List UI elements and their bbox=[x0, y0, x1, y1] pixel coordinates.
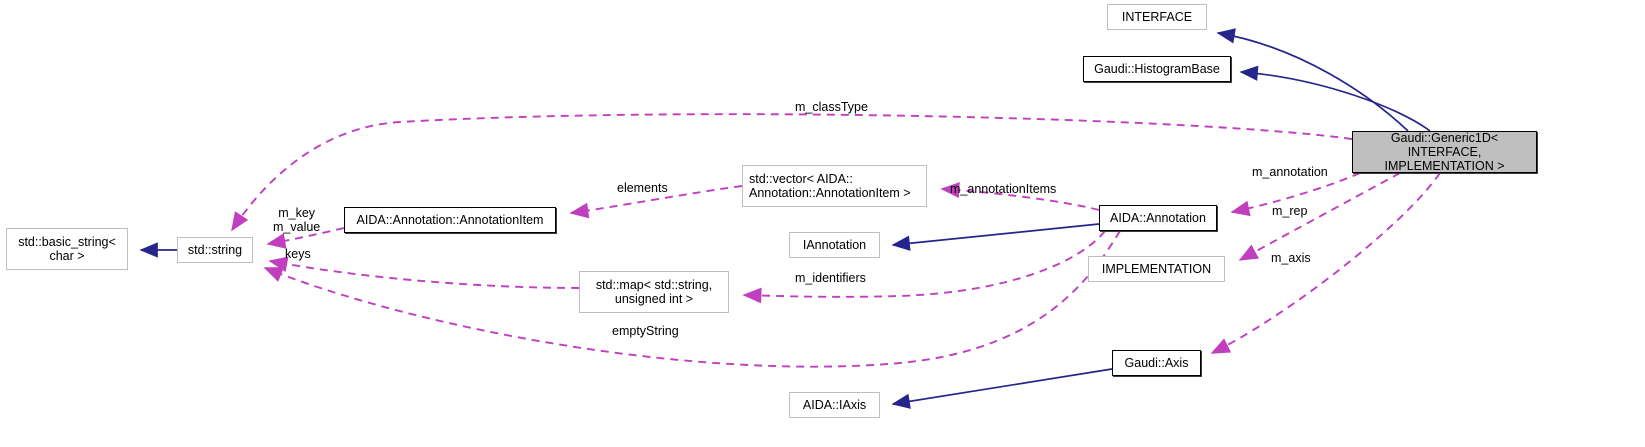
edge-annotation-to-vector bbox=[940, 182, 1100, 211]
node-implementation[interactable]: IMPLEMENTATION bbox=[1088, 256, 1225, 282]
node-std-vector-annotationitem[interactable]: std::vector< AIDA:: Annotation::Annotati… bbox=[742, 165, 927, 207]
edge-label-m-identifiers: m_identifiers bbox=[795, 271, 866, 285]
node-aida-iaxis[interactable]: AIDA::IAxis bbox=[789, 392, 880, 418]
edge-vector-to-annotationitem bbox=[569, 185, 743, 219]
edge-generic1d-to-histogrambase bbox=[1239, 65, 1431, 132]
edge-label-m-axis: m_axis bbox=[1271, 251, 1311, 265]
edge-gaudiaxis-to-aidaiaxis bbox=[891, 368, 1113, 409]
edge-annotation-to-map bbox=[742, 230, 1106, 304]
node-iannotation[interactable]: IAnnotation bbox=[789, 232, 880, 258]
node-gaudi-histogrambase[interactable]: Gaudi::HistogramBase bbox=[1083, 56, 1231, 82]
node-std-basic-string[interactable]: std::basic_string< char > bbox=[6, 228, 128, 270]
edge-generic1d-to-interface bbox=[1216, 28, 1409, 132]
edge-label-keys: keys bbox=[285, 247, 311, 261]
node-gaudi-axis[interactable]: Gaudi::Axis bbox=[1112, 350, 1201, 376]
edge-generic1d-to-annotation bbox=[1230, 172, 1361, 217]
edge-map-to-string bbox=[268, 256, 580, 289]
node-aida-annotation[interactable]: AIDA::Annotation bbox=[1099, 205, 1217, 231]
edge-label-m-classtype: m_classType bbox=[795, 100, 868, 114]
edge-generic1d-to-implementation bbox=[1238, 172, 1401, 261]
node-interface[interactable]: INTERFACE bbox=[1107, 4, 1207, 30]
edge-generic1d-to-gaudiaxis bbox=[1210, 172, 1441, 354]
inheritance-edges bbox=[139, 28, 1431, 409]
edge-annotation-to-string-emptystring bbox=[263, 230, 1121, 368]
edge-annotationitem-to-string bbox=[266, 227, 345, 249]
node-aida-annotation-annotationitem[interactable]: AIDA::Annotation::AnnotationItem bbox=[344, 207, 556, 233]
node-std-map-string-uint[interactable]: std::map< std::string, unsigned int > bbox=[579, 271, 729, 313]
edge-annotation-to-iannotation bbox=[891, 223, 1100, 251]
node-gaudi-generic1d[interactable]: Gaudi::Generic1D< INTERFACE, IMPLEMENTAT… bbox=[1352, 131, 1537, 173]
edge-generic1d-to-string-classtype bbox=[231, 113, 1353, 232]
usage-edges bbox=[231, 113, 1441, 368]
edge-label-emptystring: emptyString bbox=[612, 324, 679, 338]
edge-label-m-annotationitems: m_annotationItems bbox=[950, 182, 1057, 196]
edge-label-m-rep: m_rep bbox=[1272, 204, 1308, 218]
edge-label-m-annotation: m_annotation bbox=[1252, 165, 1328, 179]
edge-label-elements: elements bbox=[617, 181, 668, 195]
node-std-string[interactable]: std::string bbox=[177, 237, 253, 263]
edge-label-m-key-m-value: m_key m_value bbox=[273, 206, 321, 234]
